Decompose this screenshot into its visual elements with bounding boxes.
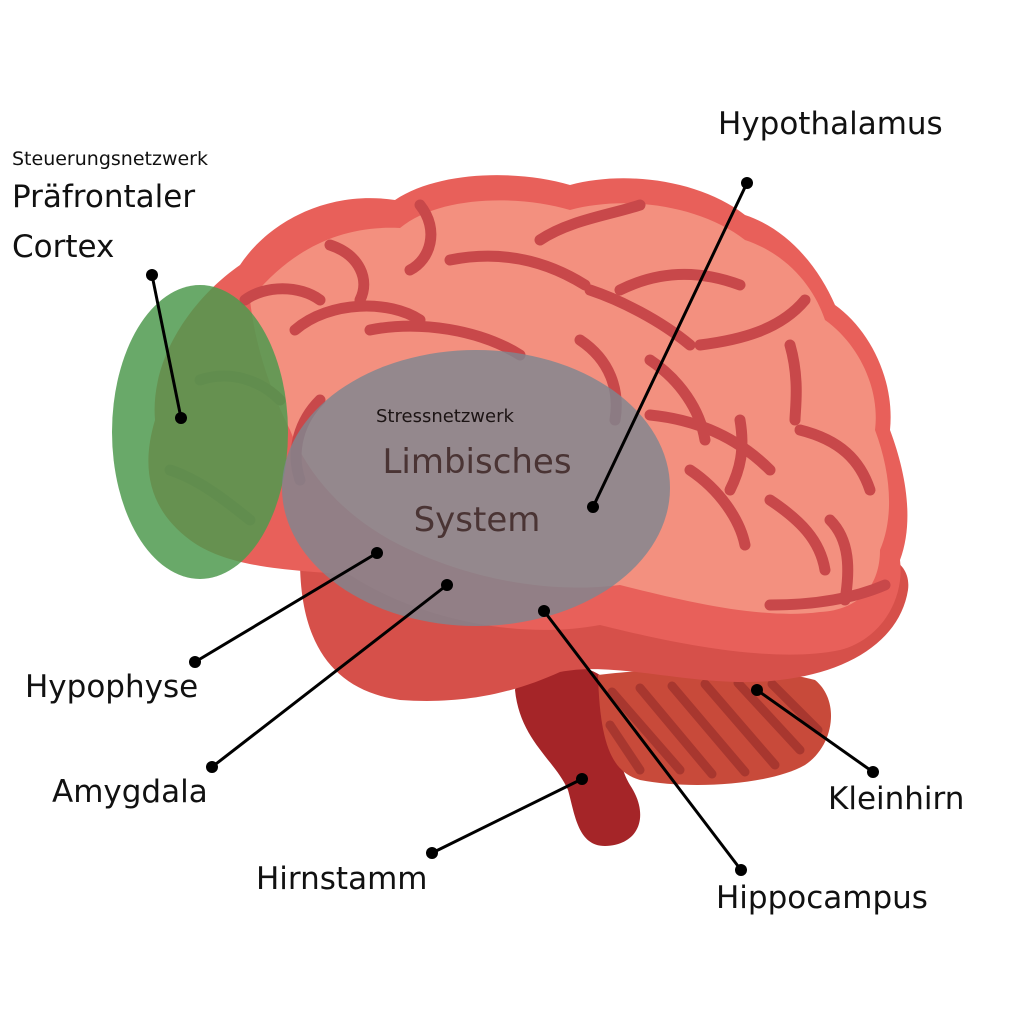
prefrontal-cortex-title-line1: Präfrontaler <box>12 179 196 215</box>
dot-hippocampus-inner <box>538 605 550 617</box>
dot-hypothalamus-outer <box>741 177 753 189</box>
leader-line-hippocampus <box>542 609 743 872</box>
label-hypothalamus: Hypothalamus <box>718 106 943 142</box>
control-network-caption: Steuerungsnetzwerk <box>12 148 208 170</box>
leader-line-kleinhirn <box>755 688 875 774</box>
dot-kleinhirn-inner <box>751 684 763 696</box>
dot-amygdala-outer <box>206 761 218 773</box>
limbic-system-region <box>282 350 670 626</box>
dot-prefrontal-inner <box>175 412 187 424</box>
dot-hippocampus-outer <box>735 864 747 876</box>
leader-line-hirnstamm <box>430 777 584 855</box>
leader-lines <box>150 181 875 872</box>
prefrontal-cortex-region <box>112 285 288 579</box>
label-hippocampus: Hippocampus <box>716 880 928 916</box>
label-hirnstamm: Hirnstamm <box>256 861 428 897</box>
cerebellum-stripes <box>605 678 823 779</box>
label-amygdala: Amygdala <box>52 774 208 810</box>
dot-hirnstamm-inner <box>576 773 588 785</box>
limbic-system-title-line2: System <box>413 500 541 540</box>
dot-prefrontal-outer <box>146 269 158 281</box>
leader-line-hypothalamus <box>591 181 749 509</box>
limbic-system-title-line1: Limbisches <box>382 442 572 482</box>
dot-hypophyse-inner <box>371 547 383 559</box>
leader-line-amygdala <box>210 583 449 769</box>
stress-network-caption: Stressnetzwerk <box>376 406 514 427</box>
prefrontal-cortex-title-line2: Cortex <box>12 229 115 265</box>
label-hypophyse: Hypophyse <box>25 669 199 705</box>
dot-kleinhirn-outer <box>867 766 879 778</box>
dot-hypothalamus-inner <box>587 501 599 513</box>
dot-hypophyse-outer <box>189 656 201 668</box>
label-kleinhirn: Kleinhirn <box>828 781 965 817</box>
dot-amygdala-inner <box>441 579 453 591</box>
leader-line-prefrontal <box>150 273 183 420</box>
dot-hirnstamm-outer <box>426 847 438 859</box>
leader-line-hypophyse <box>193 551 379 664</box>
leader-dots <box>146 177 879 876</box>
